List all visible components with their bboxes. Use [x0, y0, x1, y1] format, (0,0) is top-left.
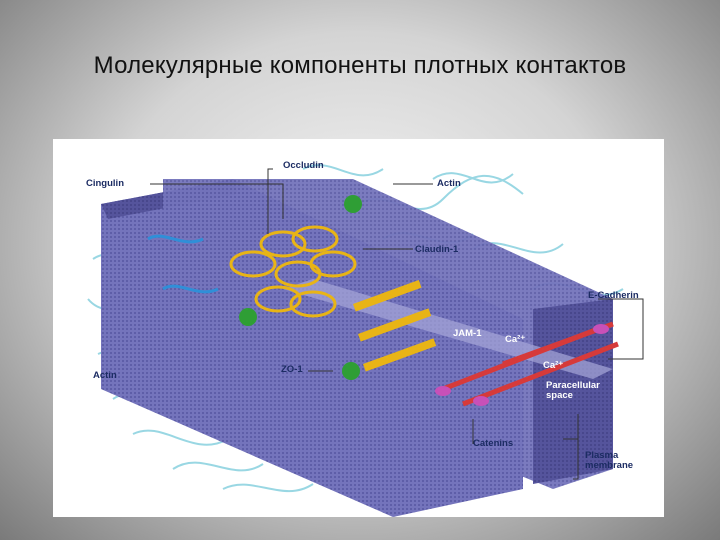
label-e-cadherin: E-Cadherin — [588, 290, 639, 301]
label-ca-upper: Ca²⁺ — [505, 334, 526, 345]
label-paracellular-space: Paracellular space — [546, 380, 600, 401]
cingulin-proteins — [147, 234, 219, 294]
label-occludin: Occludin — [283, 160, 324, 171]
label-ca-lower: Ca²⁺ — [543, 360, 564, 371]
label-plasma-membrane: Plasma membrane — [585, 450, 634, 471]
leader-lines — [150, 168, 644, 480]
label-claudin-1: Claudin-1 — [415, 244, 459, 255]
zo1-proteins — [239, 195, 362, 380]
label-catenins: Catenins — [473, 438, 514, 449]
label-jam-1: JAM-1 — [453, 328, 482, 339]
slide-title: Молекулярные компоненты плотных контакто… — [93, 52, 627, 79]
label-actin-left: Actin — [93, 370, 117, 381]
tight-junction-diagram — [87, 164, 644, 517]
tight-junction-figure: Occludin Cingulin Actin Claudin-1 E-Cadh… — [53, 139, 664, 517]
label-zo-1: ZO-1 — [281, 364, 303, 375]
label-actin-top: Actin — [437, 178, 461, 189]
claudin-strands — [353, 280, 437, 372]
label-cingulin: Cingulin — [86, 178, 124, 189]
occludin-strands — [229, 225, 357, 318]
catenin-proteins — [435, 324, 609, 406]
